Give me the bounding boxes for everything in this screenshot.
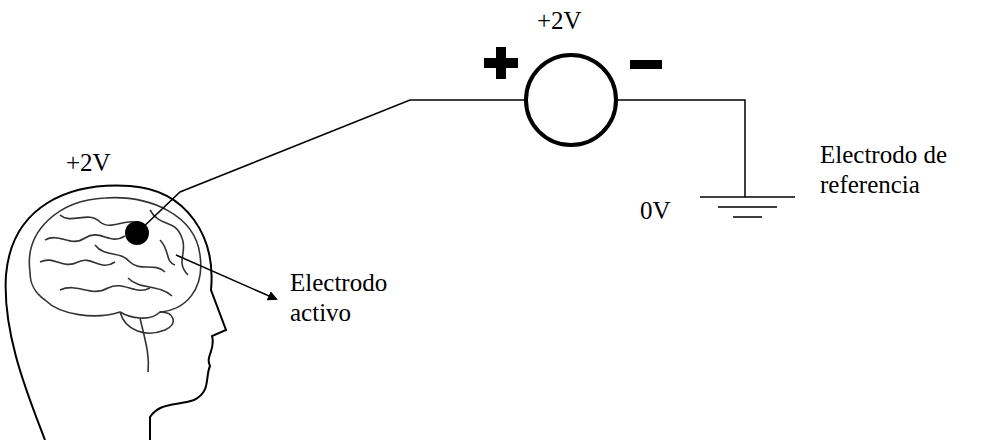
- voltage-value: 0V: [640, 196, 695, 226]
- voltage-source: [526, 55, 616, 145]
- leader-arrow: [176, 255, 276, 299]
- ground-symbol: [700, 197, 795, 217]
- voltage-value: +2V: [66, 148, 156, 178]
- plus-sign: [484, 47, 518, 79]
- minus-sign: [630, 60, 662, 69]
- electrode-label: Electrodo de referencia: [820, 140, 995, 200]
- brain: [29, 198, 200, 372]
- head-outline: [6, 186, 226, 440]
- wire: [137, 100, 526, 233]
- electrode-label: Electrodo activo: [290, 268, 430, 328]
- wire: [616, 100, 745, 197]
- voltage-value: +2V: [537, 6, 627, 36]
